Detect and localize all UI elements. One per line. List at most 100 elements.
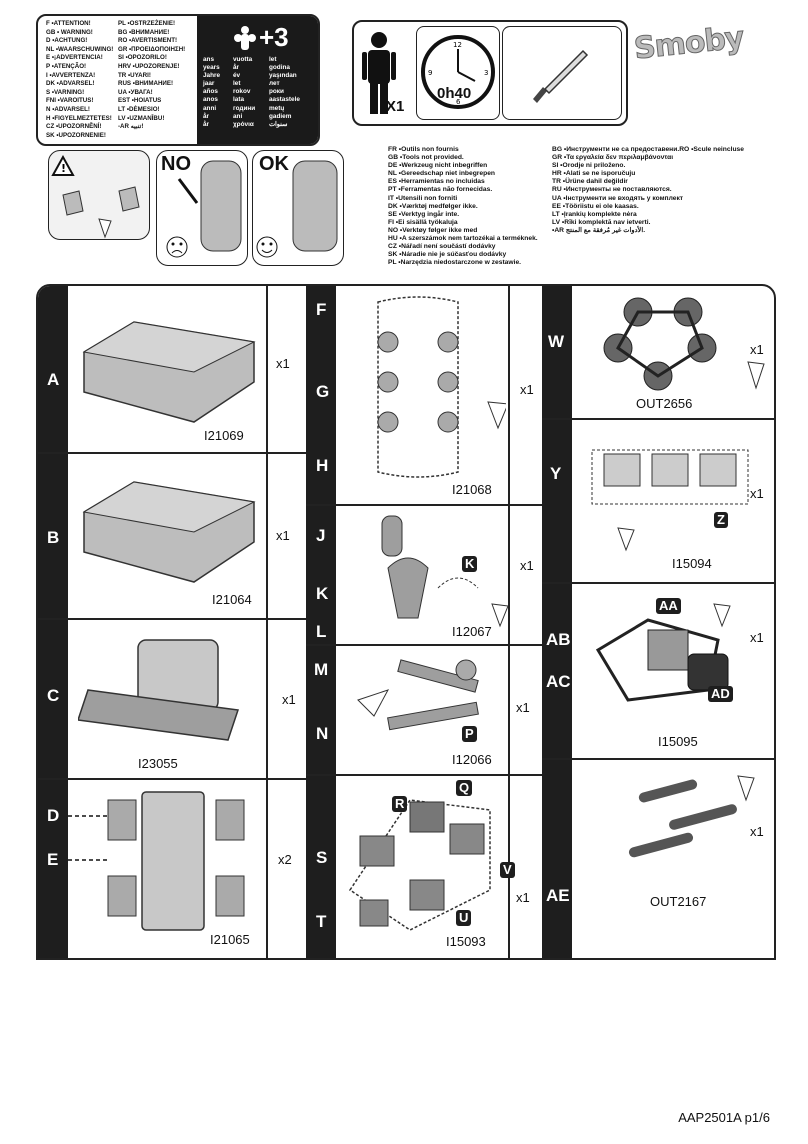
part-a-ref: I21069	[204, 428, 244, 443]
part-jkl-ref: I12067	[452, 624, 492, 639]
part-st-tag-v: V	[500, 862, 515, 878]
svg-text:!: !	[61, 162, 66, 175]
part-ae-ref: OUT2167	[650, 894, 707, 909]
divider	[306, 504, 542, 506]
part-letter-m: M	[314, 660, 329, 679]
part-letter-s: S	[316, 848, 328, 867]
warning-list-1: F •ATTENTION!GB • WARNING!D •ACHTUNG! NL…	[46, 20, 114, 139]
part-mn-qty: x1	[516, 700, 530, 715]
small-parts-icon	[234, 26, 256, 50]
part-jkl-tag: K	[462, 556, 478, 572]
persons-count: X1	[386, 98, 405, 115]
part-letter-l: L	[316, 622, 327, 641]
part-letter-ae: AE	[546, 886, 570, 905]
page-footer: AAP2501A p1/6	[678, 1110, 770, 1125]
part-letter-d: D	[47, 806, 60, 825]
part-mn-ref: I12066	[452, 752, 492, 767]
part-abac-ref: I15095	[658, 734, 698, 749]
part-st-tag-r: R	[392, 796, 408, 812]
tools-not-provided-list-2: BG •Инструменти не са предоставени.RO •S…	[552, 146, 744, 234]
clock-icon: 12 3 6 9	[421, 35, 495, 109]
part-ae-qty: x1	[750, 824, 764, 839]
part-jkl-image	[381, 515, 508, 628]
part-de-qty: x2	[278, 852, 292, 867]
part-de-ref: I21065	[210, 932, 250, 947]
part-w-ref: OUT2656	[636, 396, 693, 411]
assembly-time: 0h40	[437, 85, 472, 102]
divider	[306, 644, 542, 646]
no-label: NO	[161, 153, 191, 175]
divider	[38, 618, 306, 620]
part-st-ref: I15093	[446, 934, 486, 949]
age-label: +3	[259, 22, 289, 52]
divider	[306, 774, 542, 776]
no-panel: NO	[156, 150, 248, 266]
safety-illustration: ! NO OK	[48, 150, 344, 268]
part-letter-e: E	[47, 850, 59, 869]
divider	[508, 286, 510, 958]
part-abac-tag-ad: AD	[708, 686, 733, 702]
part-c-qty: x1	[282, 692, 296, 707]
svg-text:6: 6	[456, 98, 461, 106]
part-letter-g: G	[316, 382, 330, 401]
part-st-tag-u: U	[456, 910, 472, 926]
column-1-strip	[38, 286, 68, 958]
part-letter-j: J	[316, 526, 326, 545]
part-fgh-image	[377, 296, 506, 478]
part-y-image	[591, 449, 749, 552]
part-letter-n: N	[316, 724, 329, 743]
part-y-qty: x1	[750, 486, 764, 501]
tools-box: X1 12 3 6 9 0h40	[352, 20, 628, 126]
warning-box: F •ATTENTION!GB • WARNING!D •ACHTUNG! NL…	[36, 14, 320, 146]
part-a-image	[82, 321, 256, 423]
divider	[542, 418, 774, 420]
clock-panel: 12 3 6 9 0h40	[416, 26, 500, 120]
part-mn-image	[357, 659, 479, 731]
part-y-ref: I15094	[672, 556, 712, 571]
divider	[38, 452, 306, 454]
part-letter-ab: AB	[546, 630, 571, 649]
part-letter-h: H	[316, 456, 329, 475]
part-st-image	[348, 799, 491, 931]
part-abac-image	[595, 603, 731, 702]
part-fgh-ref: I21068	[452, 482, 492, 497]
part-fgh-qty: x1	[520, 382, 534, 397]
divider	[542, 582, 774, 584]
brand-logo: Smoby	[632, 20, 746, 67]
part-c-ref: I23055	[138, 756, 178, 771]
part-w-qty: x1	[750, 342, 764, 357]
part-letter-k: K	[316, 584, 329, 603]
knife-panel	[502, 26, 622, 120]
part-letter-w: W	[548, 332, 565, 351]
column-3-strip	[542, 286, 572, 958]
bag-warning-panel: !	[48, 150, 150, 240]
divider	[266, 286, 268, 958]
part-st-qty: x1	[516, 890, 530, 905]
part-jkl-qty: x1	[520, 558, 534, 573]
part-a-qty: x1	[276, 356, 290, 371]
divider	[38, 778, 306, 780]
part-de-image	[68, 791, 245, 931]
warning-triangle-icon: !	[51, 154, 140, 239]
part-y-tag: Z	[714, 512, 728, 528]
part-abac-qty: x1	[750, 630, 764, 645]
part-w-image	[603, 297, 765, 391]
parts-grid: A B C D E I21069 x1 I21064 x1 I23055 x1 …	[36, 284, 776, 960]
part-letter-t: T	[316, 912, 327, 931]
divider	[542, 758, 774, 760]
warning-list-2: PL •OSTRZEŻENIE!BG •ВНИМАНИЕ!RO •AVERTIS…	[118, 20, 186, 131]
part-abac-tag-aa: AA	[656, 598, 681, 614]
part-letter-b: B	[47, 528, 60, 547]
part-mn-tag: P	[462, 726, 477, 742]
part-c-image	[78, 639, 239, 741]
part-b-qty: x1	[276, 528, 290, 543]
happy-face-icon	[256, 160, 338, 258]
knife-icon	[533, 49, 589, 103]
part-ae-image	[628, 775, 755, 858]
sad-face-icon	[166, 160, 242, 258]
